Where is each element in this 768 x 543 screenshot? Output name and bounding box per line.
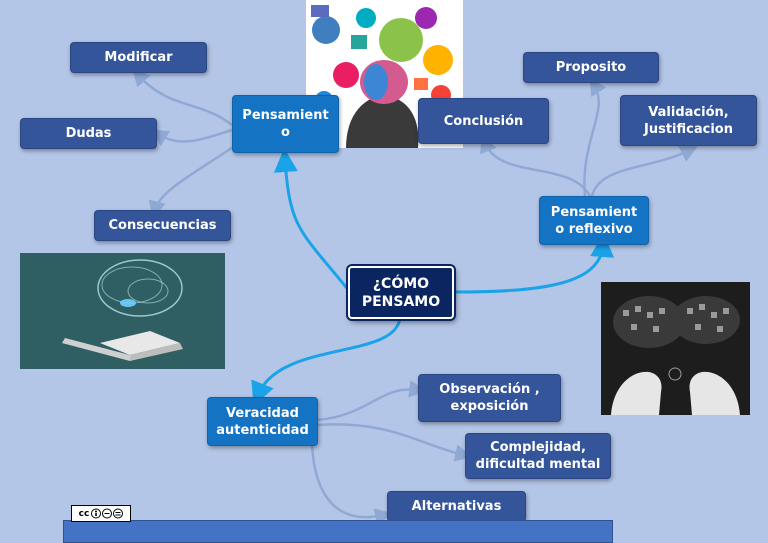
node-complejidad[interactable]: Complejidad, dificultad mental	[465, 433, 611, 479]
node-observacion[interactable]: Observación , exposición	[418, 374, 561, 422]
link-pensamiento-modificar	[132, 68, 233, 126]
link-veracidad-complejidad	[317, 423, 473, 462]
node-validacion[interactable]: Validación, Justificacion	[620, 95, 757, 146]
node-dudas[interactable]: Dudas	[20, 118, 157, 149]
node-veracidad-autenticidad[interactable]: Veracidad autenticidad	[207, 397, 318, 446]
node-pensamiento[interactable]: Pensamient o	[232, 95, 339, 153]
link-center-pensamiento	[273, 148, 352, 293]
footer-bar	[63, 520, 613, 543]
link-pensamiento-consecuencias	[148, 143, 237, 219]
node-center-como-pensamo[interactable]: ¿CÓMO PENSAMO	[348, 266, 454, 319]
link-veracidad-observacion	[317, 380, 427, 422]
link-reflexivo-validacion	[590, 146, 698, 197]
node-alternativas[interactable]: Alternativas	[387, 491, 526, 522]
cc-license-label: cc	[78, 508, 90, 519]
brain-book-image	[20, 253, 225, 369]
node-conclusion[interactable]: Conclusión	[418, 98, 549, 144]
link-pensamiento-dudas	[150, 128, 233, 147]
node-proposito[interactable]: Proposito	[523, 52, 659, 83]
link-reflexivo-conclusion	[480, 134, 592, 197]
creative-commons-badge: cc	[71, 505, 131, 522]
node-consecuencias[interactable]: Consecuencias	[94, 210, 231, 241]
link-center-veracidad	[251, 317, 402, 407]
node-pensamiento-reflexivo[interactable]: Pensamient o reflexivo	[539, 196, 649, 245]
link-center-reflexivo	[453, 233, 615, 294]
node-modificar[interactable]: Modificar	[70, 42, 207, 73]
license-icons	[91, 508, 124, 519]
two-heads-image	[601, 282, 750, 415]
link-reflexivo-proposito	[583, 77, 607, 197]
link-veracidad-alternativas	[310, 444, 393, 526]
